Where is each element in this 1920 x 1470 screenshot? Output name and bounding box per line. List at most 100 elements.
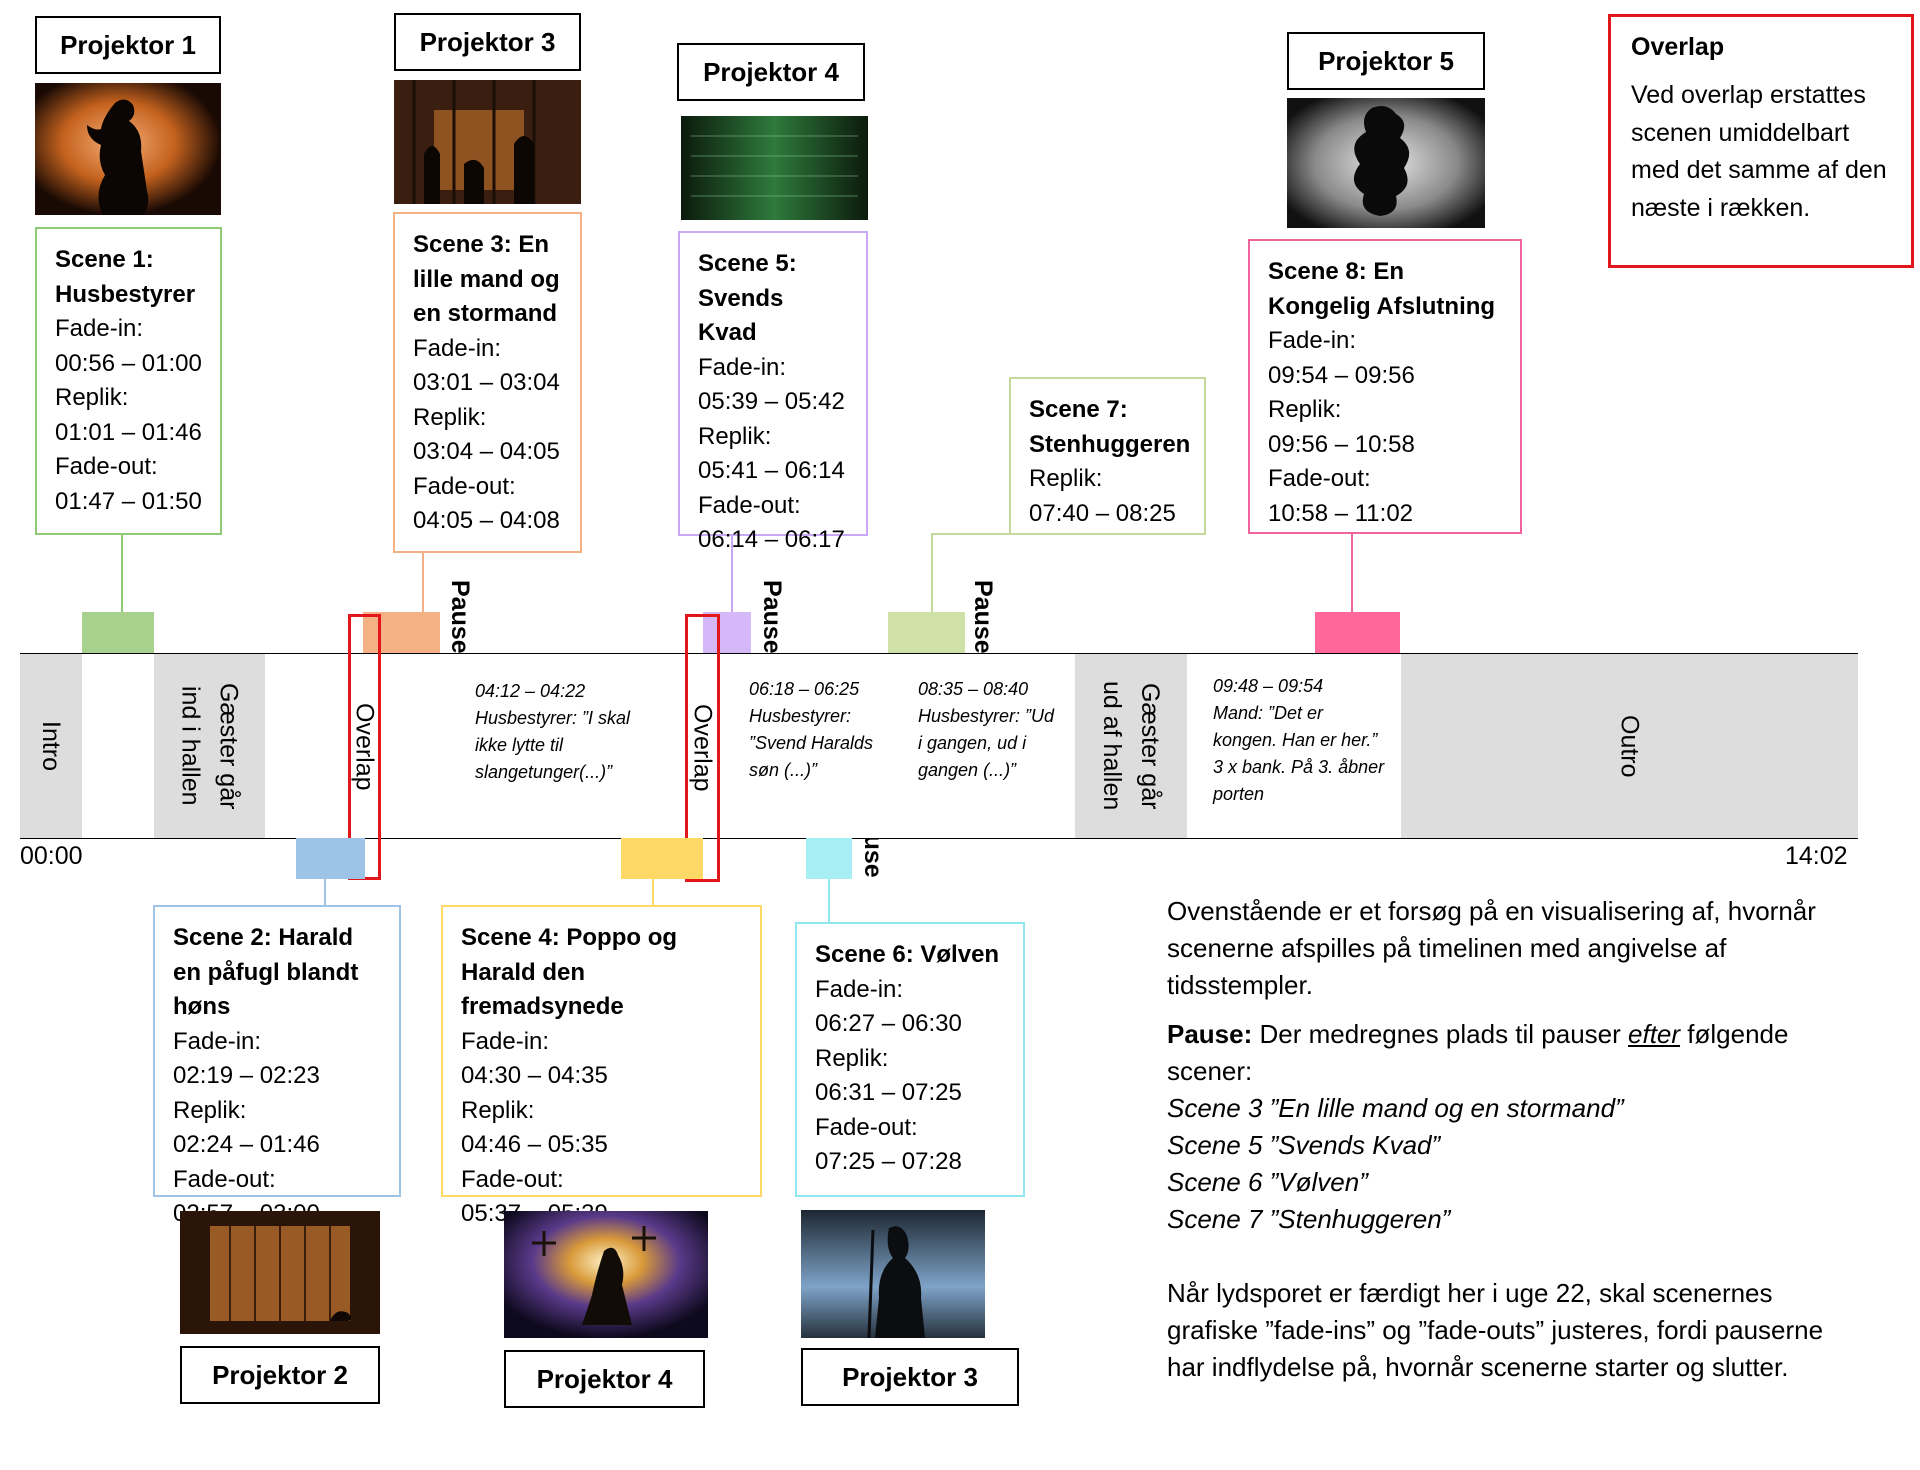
scene-3-connector [422,553,424,613]
pause-scene-item: Scene 6 ”Vølven” [1167,1167,1368,1197]
timeline-end: 14:02 [1785,842,1848,870]
pause-text: følgende scener: [1167,1019,1789,1086]
scene-6-connector [828,879,830,922]
scene-6-image [801,1210,985,1338]
scene-8-line: 09:54 – 09:56 [1268,361,1415,389]
pause-scene-item: Scene 7 ”Stenhuggeren” [1167,1204,1451,1234]
timeline-outro: Outro [1401,654,1858,838]
note-line: slangetunger(...)” [475,762,613,782]
scene-3-marker [363,612,440,654]
scene-1-title: Scene 1: Husbestyrer [55,246,196,308]
projector-5-label: Projektor 5 [1287,32,1485,90]
scene-5-line: Fade-in: [698,353,787,381]
scene-1-marker [82,612,154,654]
scene-3-line: 04:05 – 04:08 [413,507,560,534]
scene-4-title: Scene 4: Poppo og Harald den fremadsyned… [461,924,678,1020]
scene-4-connector [652,879,654,905]
note-line: kongen. Han er her.” [1213,730,1378,750]
scene-6-title: Scene 6: Vølven [815,941,1000,968]
scene-3-line: Fade-out: [413,472,516,500]
note-line: søn (...)” [749,760,817,780]
scene-7-line: 07:40 – 08:25 [1029,499,1176,527]
note-line: ikke lytte til [475,735,564,755]
note-line: i gangen, ud i [918,733,1027,753]
scene-1-line: Fade-in: [55,315,144,342]
projector-4-label: Projektor 4 [677,43,865,101]
overlap-legend-title: Overlap [1631,33,1725,61]
scene-8-line: 10:58 – 11:02 [1268,499,1414,527]
scene-4-line: Fade-in: [461,1027,550,1055]
pause-scene-item: Scene 5 ”Svends Kvad” [1167,1130,1441,1160]
scene-2-line: Replik: [173,1096,247,1124]
note-line: porten [1213,784,1265,804]
note-line: 06:18 – 06:25 [749,679,860,699]
scene-1-connector [121,535,123,613]
scene-6-box: Scene 6: Vølven Fade-in: 06:27 – 06:30 R… [795,922,1025,1197]
scene-1-line: 01:01 – 01:46 [55,418,202,446]
scene-1-line: 00:56 – 01:00 [55,349,202,377]
projector-3-label: Projektor 3 [394,13,581,71]
scene-4-box: Scene 4: Poppo og Harald den fremadsyned… [441,905,762,1227]
scene-8-line: Replik: [1268,396,1342,423]
scene-2-line: Fade-out: [173,1165,276,1193]
scene-4-image [504,1211,708,1338]
note-line: Husbestyrer: ”Ud [918,706,1055,726]
scene-7-box: Scene 7: Stenhuggeren Replik: 07:40 – 08… [1009,377,1206,535]
timeline-intro: Intro [20,654,82,838]
note-line: Husbestyrer: [749,706,852,726]
note-line: 3 x bank. På 3. åbner [1213,757,1385,777]
timeline-start: 00:00 [20,842,83,870]
scene-6-line: Fade-in: [815,975,904,1003]
scene-4-line: 04:30 – 04:35 [461,1062,608,1089]
scene-7-connector [931,533,1011,535]
projector-3-bottom-label: Projektor 3 [801,1348,1019,1406]
scene-5-box: Scene 5: Svends Kvad Fade-in: 05:39 – 05… [678,231,868,553]
scene-5-marker [703,612,751,654]
note-line: 04:12 – 04:22 [475,681,586,701]
pause-label: Pause [969,580,997,654]
scene-6-line: Replik: [815,1044,889,1072]
timeline-guests-out: Gæster går ud af hallen [1075,654,1187,838]
pause-heading: Pause: [1167,1019,1253,1049]
scene-8-box: Scene 8: En Kongelig Afslutning Fade-in:… [1248,239,1522,534]
scene-8-line: Fade-out: [1268,465,1371,492]
scene-3-box: Scene 3: En lille mand og en stormand Fa… [393,212,582,553]
timeline-note-1: 04:12 – 04:22 Husbestyrer: ”I skal ikke … [475,678,675,786]
scene-6-line: 06:31 – 07:25 [815,1079,962,1106]
scene-2-image [180,1211,380,1334]
scene-2-line: 02:19 – 02:23 [173,1062,320,1089]
description-pause: Pause: Der medregnes plads til pauser ef… [1167,1016,1867,1090]
pause-label: Pause [446,580,474,654]
projector-2-label: Projektor 2 [180,1346,380,1404]
note-line: Husbestyrer: ”I skal [475,708,631,728]
pause-text: Der medregnes plads til pauser [1252,1019,1629,1049]
scene-8-connector [1351,534,1353,613]
scene-5-connector [731,536,733,613]
pause-efter: efter [1628,1019,1681,1049]
overlap-legend-text: Ved overlap erstattes scenen umiddelbart… [1631,81,1887,222]
scene-4-line: Replik: [461,1096,535,1124]
scene-5-image [681,116,868,220]
scene-5-line: 05:39 – 05:42 [698,388,845,415]
scene-2-line: Fade-in: [173,1027,262,1055]
note-line: 08:35 – 08:40 [918,679,1029,699]
scene-7-line: Replik: [1029,465,1103,492]
timeline-guests-in: Gæster går ind i hallen [154,654,265,838]
overlap-marker: Overlap [685,614,720,882]
timeline-note-4: 09:48 – 09:54 Mand: ”Det er kongen. Han … [1213,673,1403,808]
scene-4-line: Fade-out: [461,1165,564,1193]
pause-scene-item: Scene 3 ”En lille mand og en stormand” [1167,1093,1624,1123]
scene-3-line: 03:04 – 04:05 [413,438,560,465]
scene-8-line: 09:56 – 10:58 [1268,430,1415,458]
scene-3-line: 03:01 – 03:04 [413,369,560,396]
scene-2-connector [324,879,326,905]
timeline-note-2: 06:18 – 06:25 Husbestyrer: ”Svend Harald… [749,676,889,784]
note-line: Mand: ”Det er [1213,703,1324,723]
scene-6-line: 07:25 – 07:28 [815,1148,962,1175]
scene-8-line: Fade-in: [1268,327,1357,354]
scene-5-title: Scene 5: Svends Kvad [698,250,797,346]
scene-3-title: Scene 3: En lille mand og en stormand [413,231,560,327]
overlap-legend-box: Overlap Ved overlap erstattes scenen umi… [1608,14,1914,268]
scene-3-image [394,80,581,204]
scene-2-line: 02:24 – 01:46 [173,1131,320,1158]
